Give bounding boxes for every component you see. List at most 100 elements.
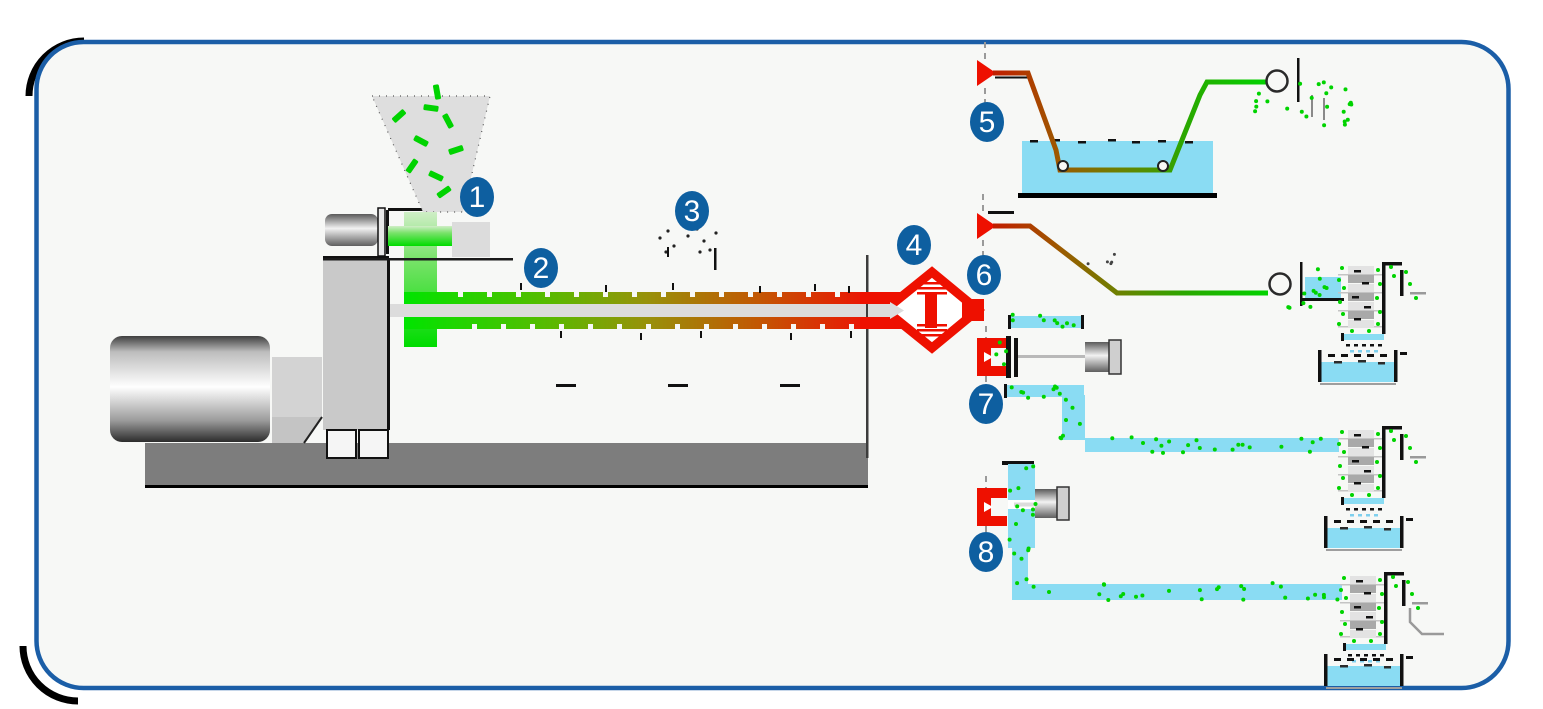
pellet-dot bbox=[1014, 522, 1018, 526]
badge-6: 6 bbox=[967, 255, 1001, 295]
pellet-dot bbox=[994, 352, 999, 357]
coupling bbox=[272, 357, 322, 419]
barrel-end-plate bbox=[866, 255, 869, 458]
pellet-dot bbox=[1236, 442, 1241, 447]
pellet-dot bbox=[1030, 512, 1035, 517]
pellet-dot bbox=[1307, 449, 1312, 454]
vent-port-small bbox=[667, 247, 669, 257]
pellet-dot bbox=[1015, 504, 1020, 509]
pellet-dot bbox=[1026, 395, 1031, 400]
pellet-dot bbox=[1345, 117, 1350, 122]
coupling-foot bbox=[272, 417, 322, 443]
pellet-dot bbox=[1101, 582, 1106, 587]
water-drop-leg-7 bbox=[1062, 395, 1085, 440]
pellet-dot bbox=[1020, 508, 1025, 513]
pellet-dot bbox=[1161, 450, 1165, 455]
pellet-dot bbox=[1070, 405, 1075, 410]
bath-roller-1 bbox=[1057, 160, 1069, 172]
pellet-dot bbox=[1031, 584, 1036, 589]
pellet-dot bbox=[1335, 597, 1340, 602]
strand-die-5 bbox=[977, 60, 996, 86]
hopper-pellet bbox=[448, 145, 464, 155]
pellet-dot bbox=[1270, 581, 1275, 586]
pellet-dot bbox=[1309, 95, 1314, 100]
die6-bracket bbox=[988, 211, 1014, 214]
pellet-dot bbox=[1112, 252, 1116, 256]
hopper bbox=[371, 95, 491, 213]
pellet-dot bbox=[1317, 276, 1322, 281]
pellet-dot bbox=[1129, 435, 1134, 440]
gearbox-column bbox=[323, 258, 389, 430]
chute-line-5b bbox=[1323, 98, 1325, 120]
strand-6 bbox=[993, 223, 1268, 296]
badge-4: 4 bbox=[897, 225, 931, 265]
pellet-dot bbox=[1240, 442, 1245, 447]
screw-tip-in-die bbox=[890, 302, 904, 319]
pellet-dot bbox=[1024, 577, 1029, 582]
badge-3: 3 bbox=[675, 191, 709, 231]
badge-1-label: 1 bbox=[469, 181, 486, 214]
pellet-dot bbox=[1304, 114, 1309, 119]
outlet-chute-8 bbox=[1408, 608, 1444, 636]
pellet-dot bbox=[1106, 598, 1111, 602]
water-drop-leg-8 bbox=[1012, 546, 1028, 584]
pellet-dot bbox=[1110, 436, 1115, 441]
pellet-dot bbox=[1315, 267, 1320, 272]
pellet-dot bbox=[1299, 436, 1304, 441]
pellet-dot bbox=[1343, 87, 1348, 92]
pellet-dot bbox=[1299, 109, 1304, 114]
water-channel-8 bbox=[1012, 584, 1342, 600]
pellet-dot bbox=[1278, 584, 1283, 589]
vent-speck bbox=[702, 239, 706, 243]
pellet-dot bbox=[1097, 592, 1102, 597]
water-ring-top bbox=[1010, 316, 1084, 328]
pellet-dot bbox=[1305, 596, 1310, 601]
feed-block bbox=[452, 222, 490, 257]
pellet-dot bbox=[1342, 122, 1347, 127]
pellet-dot bbox=[1110, 260, 1114, 264]
strand-die-6 bbox=[977, 213, 996, 239]
pellet-dot bbox=[1241, 597, 1246, 602]
pellet-dot bbox=[1077, 421, 1082, 426]
pellet-dot bbox=[1348, 100, 1353, 105]
badge-8-label: 8 bbox=[978, 536, 995, 569]
die-face-7 bbox=[977, 338, 1007, 376]
pellet-dot bbox=[1181, 450, 1185, 455]
badge-8: 8 bbox=[969, 532, 1003, 572]
pellet-dot bbox=[1105, 260, 1109, 264]
bath-roller-2 bbox=[1157, 160, 1169, 172]
cutter-shaft-7 bbox=[1018, 355, 1085, 358]
pellet-dot bbox=[1247, 445, 1252, 450]
pellet-dot bbox=[1265, 99, 1270, 104]
pellet-dot bbox=[1341, 109, 1346, 114]
pellet-dot bbox=[1063, 397, 1068, 402]
gearbox-top-edge bbox=[323, 256, 389, 258]
badge-6-label: 6 bbox=[976, 259, 993, 292]
pellet-dot bbox=[1194, 438, 1199, 443]
hopper-pellets bbox=[392, 84, 464, 199]
pellet-dot bbox=[1012, 551, 1017, 556]
pellet-dot bbox=[1086, 262, 1090, 266]
vent-speck bbox=[708, 248, 712, 252]
pellet-dot bbox=[1325, 104, 1330, 109]
frame-shadow-bottom-left bbox=[19, 645, 79, 705]
pellet-dot bbox=[1216, 585, 1221, 590]
pellet-dot bbox=[1024, 466, 1029, 471]
vent-speck bbox=[714, 231, 718, 235]
pellet-dot bbox=[1033, 502, 1038, 506]
pellet-dot bbox=[1254, 99, 1259, 104]
pellet-dot bbox=[1254, 104, 1259, 109]
gearbox-foot-right bbox=[358, 429, 389, 459]
pellet-dot bbox=[1322, 595, 1326, 600]
pellet-dot bbox=[1298, 81, 1303, 86]
pellet-dot bbox=[1010, 312, 1015, 317]
pellet-dot bbox=[1009, 385, 1014, 390]
cutter-blade-6 bbox=[1300, 262, 1303, 306]
extruder-screw bbox=[390, 292, 897, 329]
pellet-dot bbox=[1059, 436, 1064, 441]
pellet-dot bbox=[1308, 304, 1313, 309]
chute-line-5a bbox=[1311, 95, 1313, 117]
pellet-dot bbox=[1286, 305, 1291, 310]
pellet-dot bbox=[1329, 85, 1334, 90]
pellet-dot bbox=[1154, 437, 1159, 442]
